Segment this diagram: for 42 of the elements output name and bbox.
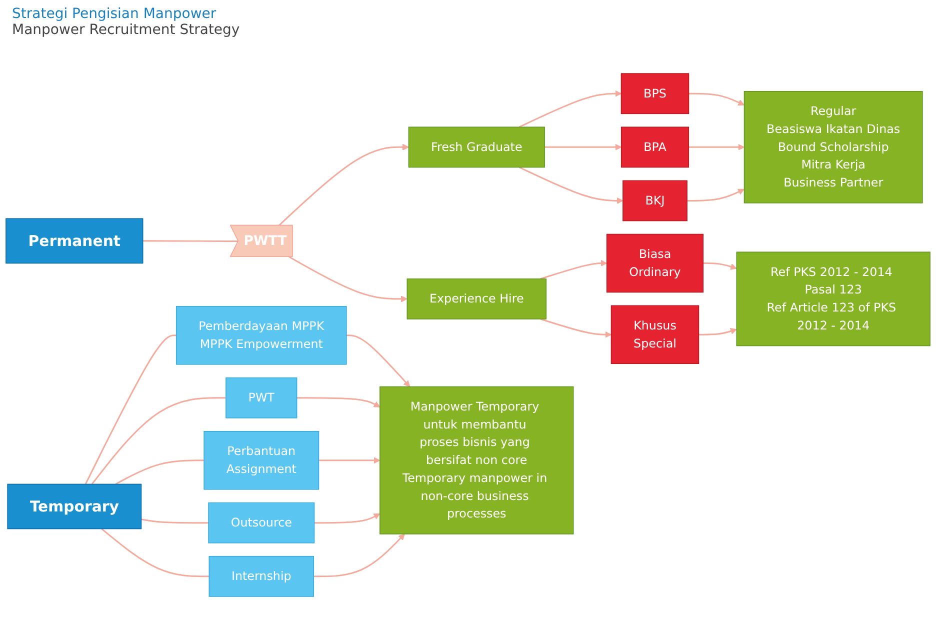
node-box: Ref PKS 2012 - 2014 Pasal 123 Ref Article 123 of PKS 2012 - 2014 [736, 252, 930, 346]
subtitle: Manpower Recruitment Strategy [12, 22, 240, 38]
node-box: Outsource [208, 502, 315, 544]
arrow [698, 328, 737, 336]
arrow [518, 166, 624, 204]
node-box: BKJ [622, 180, 688, 222]
arrow [540, 260, 608, 280]
connector [101, 528, 210, 578]
arrow [518, 90, 622, 128]
node-box: Biasa Ordinary [606, 234, 704, 293]
arrow [278, 144, 409, 226]
node-box: Khusus Special [610, 305, 700, 364]
arrow [318, 457, 380, 464]
node-box: BPA [620, 126, 690, 168]
connector [84, 334, 176, 484]
node-box: PWT [226, 377, 298, 418]
arrow [703, 262, 737, 270]
connector [91, 397, 226, 485]
arrow [314, 513, 380, 524]
arrow [314, 534, 405, 578]
arrow [346, 334, 410, 387]
node-box: Manpower Temporary untuk membantu proses bisnis yang bersifat non core Temporary manpower in non-core business processes [380, 386, 574, 534]
node-box: BPS [620, 73, 690, 114]
node-box: Fresh Graduate [408, 126, 545, 168]
connector [115, 460, 204, 485]
arrow [688, 144, 745, 150]
arrow [687, 188, 745, 202]
arrow [544, 144, 622, 150]
node-box: Regular Beasiswa Ikatan Dinas Bound Scholarship Mitra Kerja Business Partner [744, 91, 923, 204]
diagram-title: Strategi Pengisian Manpower [12, 6, 218, 22]
node-box: Permanent [6, 218, 144, 264]
arrow [296, 397, 380, 408]
node-box: Perbantuan Assignment [204, 430, 320, 490]
arrow [688, 92, 745, 106]
connector [141, 518, 209, 524]
node-box: Internship [208, 556, 314, 597]
arrow [540, 318, 612, 338]
arrow [288, 256, 408, 302]
connector [142, 240, 238, 242]
node-box: Experience Hire [406, 278, 547, 320]
node-box: Pemberdayaan MPPK MPPK Empowerment [176, 306, 347, 365]
node-box: Temporary [7, 484, 142, 530]
